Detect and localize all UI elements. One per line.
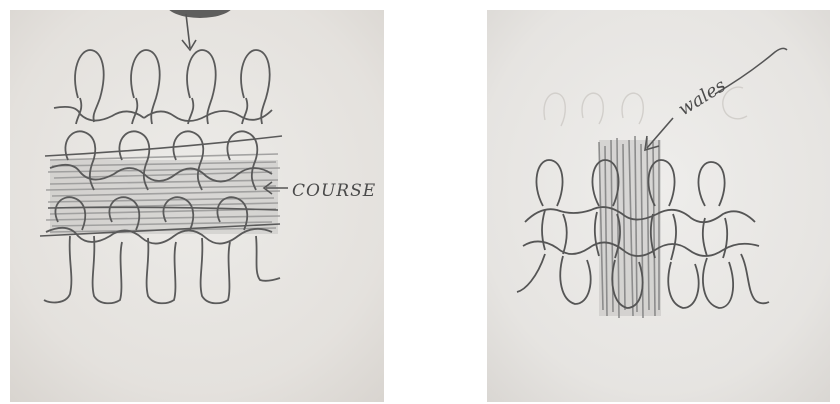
- course-label: COURSE: [292, 181, 376, 201]
- wales-sketch-photo: wales: [487, 10, 830, 402]
- course-sketch-photo: COURSE: [10, 10, 384, 402]
- wales-sketch: wales: [487, 10, 830, 402]
- course-sketch: COURSE: [10, 10, 384, 402]
